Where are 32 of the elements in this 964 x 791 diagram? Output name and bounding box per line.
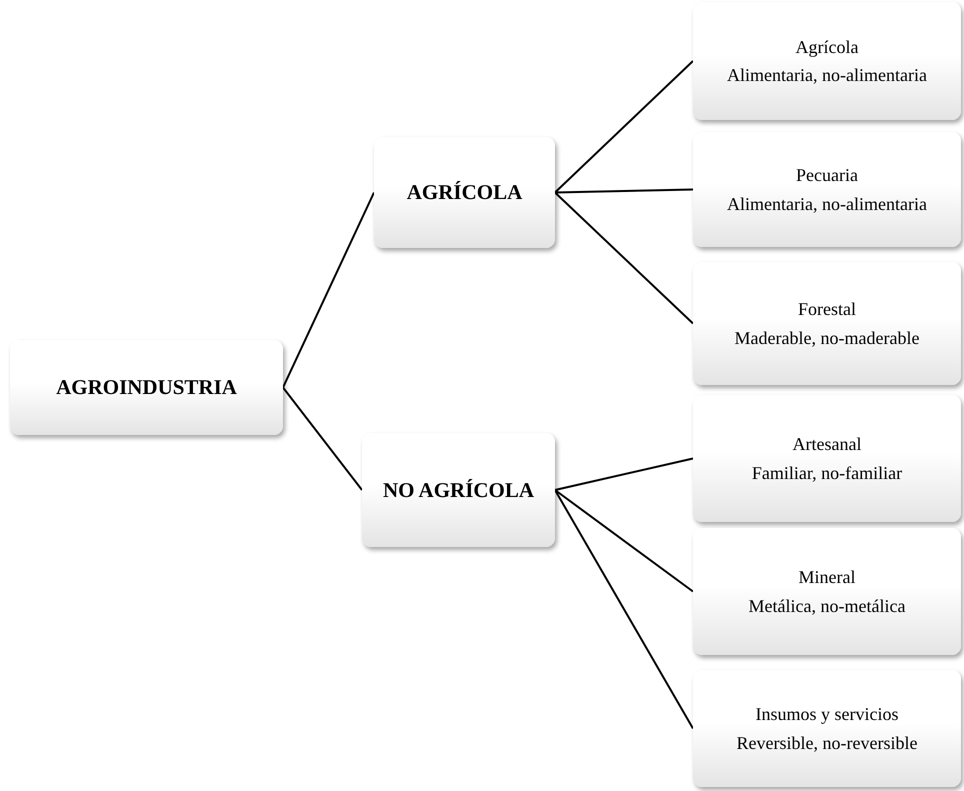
box-title: Insumos y servicios (756, 703, 898, 726)
subcategory-box (693, 132, 961, 247)
connector-line (554, 458, 694, 491)
box-description: Alimentaria, no-alimentaria (727, 192, 927, 215)
box-description: Maderable, no-maderable (734, 326, 920, 349)
box-title: Artesanal (792, 433, 862, 456)
subcategory-box (693, 528, 961, 655)
connector-line (554, 60, 694, 194)
subcategory-box (693, 262, 961, 385)
connector-line (554, 489, 694, 592)
connector-line (554, 490, 694, 729)
box-title: NO AGRÍCOLA (382, 476, 534, 504)
box-description: Reversible, no-reversible (736, 732, 918, 754)
subcategory-box (693, 395, 961, 522)
box-title: Agrícola (796, 36, 858, 58)
box-description: Alimentaria, no-alimentaria (727, 64, 927, 86)
connector-line (282, 386, 363, 491)
box-description: Familiar, no-familiar (752, 462, 902, 484)
box-title: Pecuaria (796, 164, 858, 186)
connector-line (554, 192, 694, 324)
connector-line (282, 192, 375, 388)
box-description: Metálica, no-metálica (748, 594, 906, 617)
box-title: Mineral (798, 566, 856, 588)
box-title: AGRÍCOLA (406, 179, 522, 206)
connector-line (554, 188, 694, 194)
category-box (362, 433, 555, 547)
box-title: Forestal (798, 298, 856, 320)
category-box (10, 340, 283, 435)
subcategory-box (693, 2, 961, 120)
subcategory-box (693, 670, 961, 787)
box-title: AGROINDUSTRIA (56, 374, 237, 401)
category-box (374, 137, 555, 248)
